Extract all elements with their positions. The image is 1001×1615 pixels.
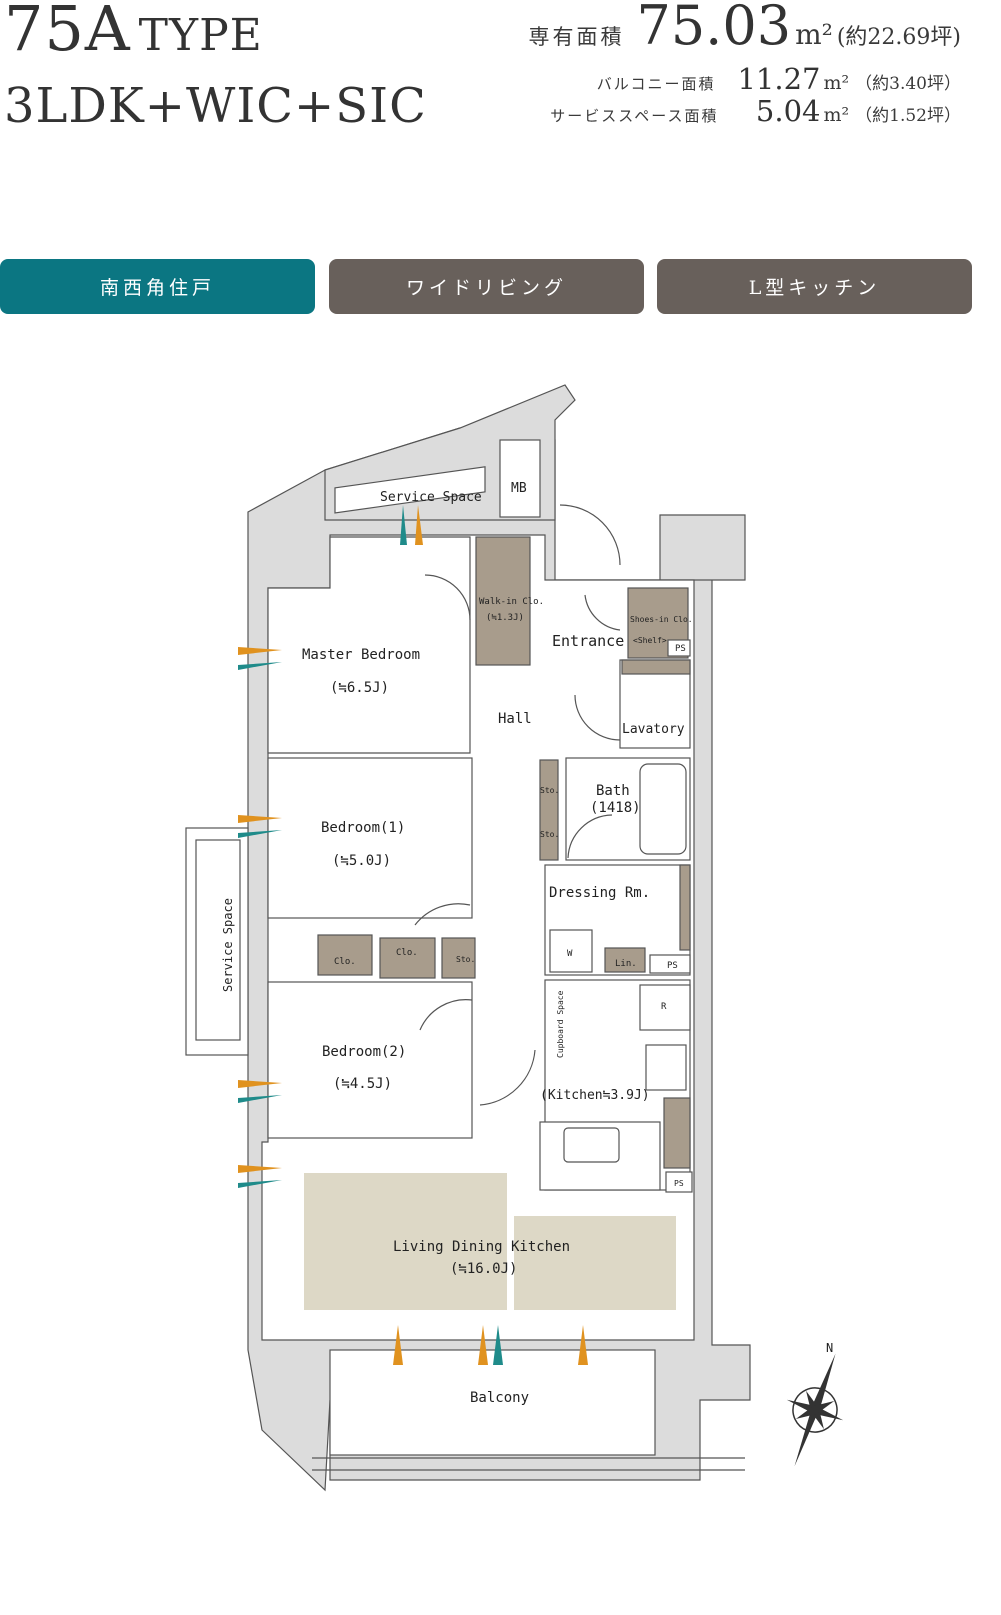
bedroom-2-label: Bedroom(2) [322, 1044, 406, 1060]
storage-hall [539, 759, 559, 861]
bathtub [639, 763, 687, 855]
entrance-door-swing [559, 504, 621, 566]
linen-closet [604, 947, 646, 973]
balcony-label: Balcony [470, 1390, 529, 1406]
exclusive-area-row: 専有面積 75.03 m² (約22.69坪) [528, 0, 961, 57]
balcony-area-tsubo: （約3.40坪） [855, 74, 961, 94]
cupboard-label: Cupboard Space [556, 990, 565, 1058]
ldk-label: Living Dining Kitchen [393, 1239, 570, 1255]
sink [563, 1127, 620, 1163]
tab-southwest-corner[interactable]: 南西角住戸 [0, 259, 315, 314]
fridge-space [639, 984, 691, 1031]
mb-box [499, 439, 541, 518]
exclusive-area-value: 75.03 [636, 0, 792, 57]
area-unit: m² [795, 18, 833, 51]
service-space-top-area [334, 466, 486, 514]
closet-2 [379, 937, 436, 979]
ps-label-2: PS [667, 961, 678, 971]
service-area-label: サービススペース面積 [550, 107, 719, 125]
door-swing [567, 814, 613, 859]
entrance-label: Entrance [552, 632, 624, 650]
service-area-row: サービススペース面積 5.04 m² （約1.52坪） [550, 94, 961, 128]
washer-label: W [567, 949, 573, 959]
master-bedroom-label: Master Bedroom [302, 647, 420, 663]
service-space-left-area [185, 827, 249, 1056]
door-swing [584, 594, 621, 631]
kitchen-counter [663, 1097, 691, 1169]
shoes-in-label: Shoes-in Clo. [630, 615, 693, 624]
walk-in-closet [475, 536, 531, 666]
ldk-zone-1 [304, 1173, 507, 1310]
master-bedroom [267, 536, 471, 754]
type-number: 75A [4, 0, 131, 65]
service-area-value: 5.04 [755, 94, 821, 128]
balcony-area-label: バルコニー面積 [596, 75, 716, 93]
tab-wide-living[interactable]: ワイドリビング [329, 259, 644, 314]
ps-label: PS [675, 644, 686, 654]
balcony-area-unit: m² [823, 72, 850, 94]
ldk-zone-2 [514, 1216, 676, 1310]
stove [645, 1044, 687, 1091]
ps-2 [649, 954, 691, 974]
kitchen-label: (Kitchen≒3.9J) [540, 1088, 650, 1103]
bedroom-1 [267, 757, 473, 919]
dressing-label: Dressing Rm. [549, 885, 650, 901]
service-area-tsubo: （約1.52坪） [855, 106, 961, 126]
balcony-area-row: バルコニー面積 11.27 m² （約3.40坪） [597, 62, 961, 96]
door-swing [419, 999, 473, 1031]
ldk-size: (≒16.0J) [450, 1261, 517, 1277]
door-swing [574, 694, 621, 741]
ps-label-3: PS [674, 1179, 684, 1188]
sto-label-2: Sto. [540, 830, 559, 839]
lavatory-label: Lavatory [622, 722, 685, 737]
door-swing [424, 574, 471, 621]
storage-2 [441, 937, 476, 979]
service-space-top-label: Service Space [380, 490, 482, 505]
type-word: TYPE [138, 10, 263, 61]
bedroom-1-label: Bedroom(1) [321, 820, 405, 836]
hall-label: Hall [498, 711, 532, 727]
dressing-counter [679, 864, 691, 951]
closet-1-label: Clo. [334, 957, 356, 967]
balcony-area-value: 11.27 [737, 62, 821, 96]
shelf-label: <Shelf> [633, 636, 667, 645]
service-space-left-label: Service Space [221, 898, 235, 992]
balcony-area [329, 1349, 656, 1456]
sto-label: Sto. [540, 786, 559, 795]
mb-label: MB [511, 481, 527, 496]
bath-label: Bath [596, 783, 630, 799]
master-bedroom-size: (≒6.5J) [330, 680, 389, 696]
closet-1 [317, 934, 373, 976]
fridge-label: R [661, 1002, 667, 1012]
ventilation-arrows [238, 505, 588, 1365]
north-label: N [826, 1341, 833, 1355]
bedroom-2 [267, 981, 473, 1139]
service-space-left-rail [195, 839, 241, 1041]
lavatory [619, 659, 691, 749]
compass-icon [786, 1353, 844, 1467]
exclusive-area-tsubo: (約22.69坪) [836, 25, 961, 50]
ps-3 [665, 1171, 693, 1193]
walk-in-label: Walk-in Clo. [479, 597, 544, 607]
door-swing [479, 1049, 536, 1106]
bedroom-1-size: (≒5.0J) [332, 853, 391, 869]
layout-title: 3LDK+WIC+SIC [4, 78, 427, 134]
bath-size: (1418) [590, 800, 641, 816]
tab-l-kitchen[interactable]: L型キッチン [657, 259, 972, 314]
ps-1 [667, 639, 691, 657]
service-area-unit: m² [823, 104, 850, 126]
exclusive-area-label: 専有面積 [528, 25, 625, 49]
washer-box [549, 929, 593, 973]
walk-in-size: (≒1.3J) [486, 613, 524, 623]
lavatory-counter [621, 659, 691, 675]
bedroom-2-size: (≒4.5J) [333, 1076, 392, 1092]
storage-2-label: Sto. [456, 955, 475, 964]
linen-label: Lin. [615, 959, 637, 969]
closet-2-label: Clo. [396, 948, 418, 958]
door-swing [414, 903, 471, 926]
